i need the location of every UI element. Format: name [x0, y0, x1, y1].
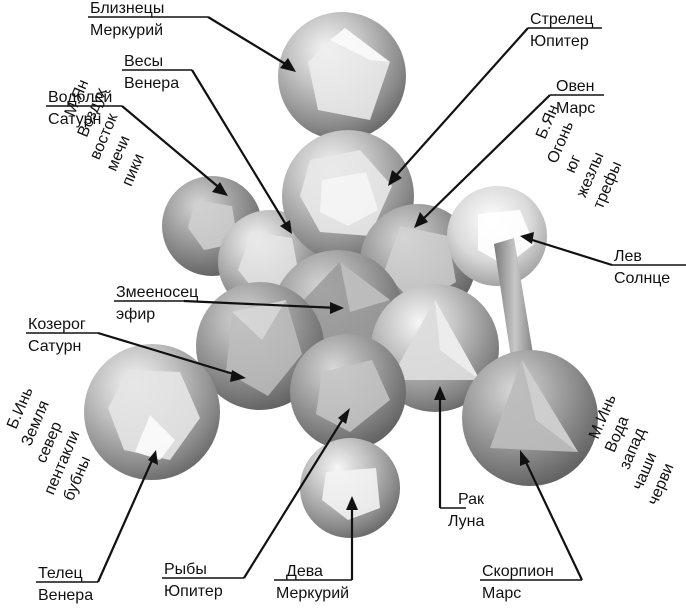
label-taurus-planet: Венера [38, 587, 93, 604]
leader-aquarius [46, 105, 228, 196]
label-libra-sign: Весы [124, 53, 163, 70]
label-pisces-sign: Рыбы [164, 561, 207, 578]
label-ophiuchus-sign: Змееносец [116, 284, 198, 301]
leader-sagittarius [388, 27, 602, 186]
sphere-pisces [290, 334, 406, 450]
leader-lines [26, 16, 686, 583]
sphere-taurus [84, 344, 220, 480]
label-aquarius-sign: Водолей [48, 89, 112, 106]
label-cancer-sign: Рак [458, 491, 485, 508]
sphere-leo [447, 186, 547, 286]
quadrant-fire: Б.Ян Огонь юг жезлы трефы [533, 102, 625, 211]
label-taurus-sign: Телец [38, 565, 83, 582]
label-ophiuchus-planet: эфир [116, 306, 155, 323]
leader-virgo [274, 496, 358, 581]
quadrant-air: М.Ян Воздух восток мечи пики [62, 77, 148, 189]
label-capricorn-sign: Козерог [28, 316, 86, 333]
leo-rod [494, 238, 536, 378]
leader-pisces [162, 408, 350, 579]
sign-labels: Близнецы Меркурий Стрелец Юпитер Весы Ве… [28, 0, 670, 604]
label-gemini-planet: Меркурий [90, 22, 163, 39]
label-sagittarius-sign: Стрелец [530, 11, 594, 28]
leader-gemini [88, 16, 296, 72]
label-virgo-planet: Меркурий [276, 585, 349, 602]
leader-ophiuchus [114, 299, 344, 314]
leader-leo [520, 232, 686, 267]
label-sagittarius-planet: Юпитер [530, 33, 589, 50]
sphere-virgo [300, 438, 400, 538]
label-aquarius-planet: Сатурн [48, 111, 101, 128]
label-capricorn-planet: Сатурн [28, 338, 81, 355]
sphere-cluster [84, 12, 598, 538]
label-scorpio-sign: Скорпион [482, 563, 554, 580]
sphere-gemini [278, 12, 406, 140]
sphere-scorpio [462, 350, 598, 486]
label-leo-planet: Солнце [614, 270, 670, 287]
quadrant-fire-line-3: юг [562, 152, 585, 175]
leader-taurus [36, 450, 158, 583]
label-aries-sign: Овен [556, 78, 595, 95]
label-leo-sign: Лев [614, 248, 642, 265]
leader-capricorn [26, 331, 246, 382]
label-libra-planet: Венера [124, 75, 179, 92]
label-scorpio-planet: Марс [482, 585, 521, 602]
leader-cancer [434, 386, 466, 509]
label-pisces-planet: Юпитер [164, 583, 223, 600]
leader-scorpio [480, 450, 583, 581]
leader-aries [414, 94, 604, 228]
label-virgo-sign: Дева [286, 563, 323, 580]
label-gemini-sign: Близнецы [90, 0, 164, 17]
leader-libra [122, 69, 292, 234]
label-aries-planet: Марс [556, 100, 595, 117]
label-cancer-planet: Луна [448, 513, 485, 530]
